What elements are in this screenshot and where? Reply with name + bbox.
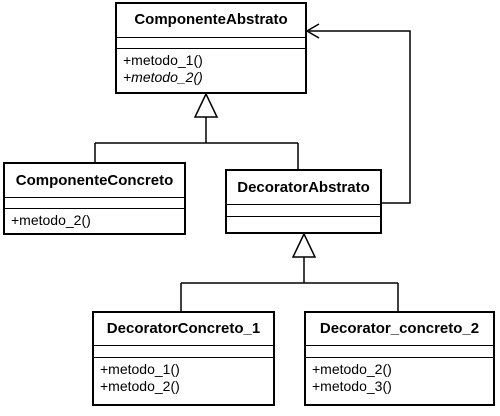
inheritance-arrowhead (193, 92, 219, 118)
attributes-compartment (306, 346, 493, 358)
class-name: DecoratorConcreto_1 (94, 313, 273, 346)
operation: +metodo_2() (100, 378, 180, 394)
class-decorator-abstrato[interactable]: DecoratorAbstrato (225, 169, 382, 234)
operation: +metodo_2() (123, 69, 203, 85)
operation: +metodo_3() (312, 378, 392, 394)
class-componente-abstrato[interactable]: ComponenteAbstrato +metodo_1() +metodo_2… (115, 2, 307, 94)
class-name: Decorator_concreto_2 (306, 313, 493, 346)
attributes-compartment (5, 198, 184, 209)
generalization-to-decorator-abstrato (180, 232, 399, 312)
attributes-compartment (227, 205, 380, 217)
attributes-compartment (94, 346, 273, 358)
inheritance-arrowhead (291, 232, 317, 258)
class-name: ComponenteConcreto (5, 164, 184, 198)
attributes-compartment (117, 38, 305, 49)
class-decorator-concreto-1[interactable]: DecoratorConcreto_1 +metodo_1() +metodo_… (92, 311, 275, 406)
generalization-to-componente-abstrato (94, 92, 299, 170)
class-name: ComponenteAbstrato (117, 4, 305, 38)
operation: +metodo_1() (123, 52, 203, 68)
operations-compartment: +metodo_2() (5, 209, 184, 229)
operations-compartment: +metodo_2() +metodo_3() (306, 358, 493, 395)
class-name: DecoratorAbstrato (227, 171, 380, 205)
operation: +metodo_1() (100, 361, 180, 377)
operations-compartment: +metodo_1() +metodo_2() (117, 49, 305, 86)
open-arrowhead (305, 23, 320, 39)
association-decorator-to-componente (305, 23, 411, 204)
operation: +metodo_2() (11, 212, 91, 228)
operations-compartment: +metodo_1() +metodo_2() (94, 358, 273, 395)
association-line (309, 30, 411, 204)
class-componente-concreto[interactable]: ComponenteConcreto +metodo_2() (3, 162, 186, 235)
operation: +metodo_2() (312, 361, 392, 377)
class-decorator-concreto-2[interactable]: Decorator_concreto_2 +metodo_2() +metodo… (304, 311, 495, 406)
operations-compartment (227, 217, 380, 220)
